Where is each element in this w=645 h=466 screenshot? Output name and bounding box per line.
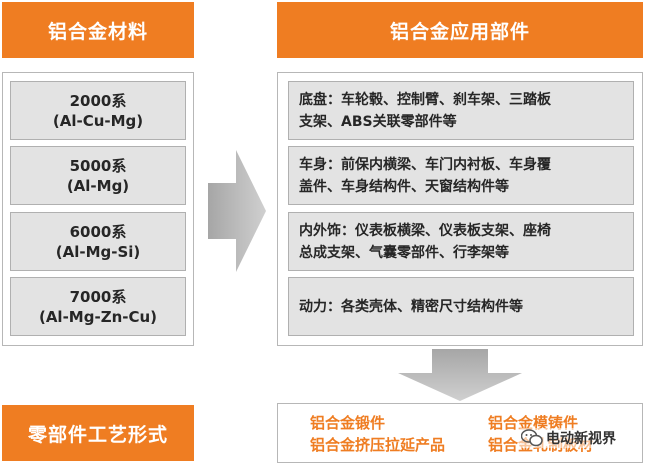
process-forms-header: 零部件工艺形式 [2,405,194,461]
process-forging: 铝合金锻件 [310,414,386,432]
material-composition: (Al-Mg) [66,176,130,195]
process-die-casting: 铝合金模铸件 [488,414,579,432]
process-extrusion: 铝合金挤压拉延产品 [310,436,446,454]
materials-panel: 2000系 (Al-Cu-Mg) 5000系 (Al-Mg) 6000系 (Al… [2,72,194,346]
material-composition: (Al-Mg-Si) [55,242,141,261]
applications-panel: 底盘：车轮毂、控制臂、刹车架、三踏板 支架、ABS关联零部件等 车身：前保内横梁… [277,72,643,346]
materials-header: 铝合金材料 [2,2,194,58]
material-box-2000: 2000系 (Al-Cu-Mg) [10,81,186,140]
material-series: 6000系 [69,222,127,241]
material-box-5000: 5000系 (Al-Mg) [10,146,186,205]
application-line: 内外饰：仪表板横梁、仪表板支架、座椅 [299,222,551,239]
watermark-text: 电动新视界 [546,431,616,447]
application-chassis: 底盘：车轮毂、控制臂、刹车架、三踏板 支架、ABS关联零部件等 [288,81,634,140]
watermark: 电动新视界 [518,428,619,448]
application-trim: 内外饰：仪表板横梁、仪表板支架、座椅 总成支架、气囊零部件、行李架等 [288,212,634,271]
application-line: 支架、ABS关联零部件等 [299,113,457,130]
material-series: 5000系 [69,156,127,175]
application-line: 车身：前保内横梁、车门内衬板、车身覆 [299,156,551,173]
material-series: 2000系 [69,91,127,110]
application-line: 底盘：车轮毂、控制臂、刹车架、三踏板 [299,91,551,108]
material-composition: (Al-Mg-Zn-Cu) [38,307,158,326]
application-line: 动力：各类壳体、精密尺寸结构件等 [299,298,523,315]
application-line: 总成支架、气囊零部件、行李架等 [299,244,509,261]
wechat-icon [521,429,543,447]
material-box-7000: 7000系 (Al-Mg-Zn-Cu) [10,277,186,336]
down-arrow-icon [398,349,522,401]
material-series: 7000系 [69,287,127,306]
application-line: 盖件、车身结构件、天窗结构件等 [299,178,509,195]
material-composition: (Al-Cu-Mg) [52,111,144,130]
material-box-6000: 6000系 (Al-Mg-Si) [10,212,186,271]
application-powertrain: 动力：各类壳体、精密尺寸结构件等 [288,277,634,336]
application-body: 车身：前保内横梁、车门内衬板、车身覆 盖件、车身结构件、天窗结构件等 [288,146,634,205]
applications-header: 铝合金应用部件 [277,2,643,58]
right-arrow-icon [208,150,266,272]
